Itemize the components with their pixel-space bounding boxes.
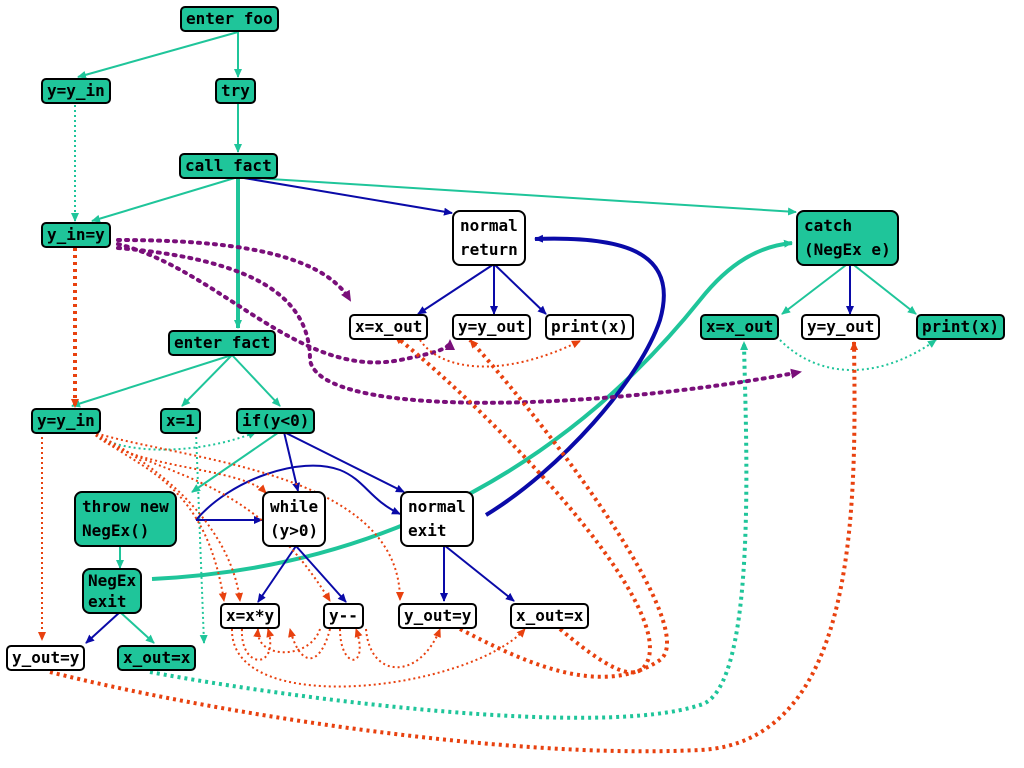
node-y-out-eq-y-mid: y_out=y (398, 603, 478, 629)
edge-if-while (283, 431, 301, 492)
node-x-out-eq-x-left: x_out=x (117, 645, 197, 671)
node-normal-exit: normal exit (400, 491, 474, 547)
node-y-eq-y-in: y=y_in (41, 78, 111, 104)
edge-if-throw (191, 429, 283, 493)
node-x-out-eq-x-mid: x_out=x (510, 603, 590, 629)
edge-catch-print (849, 261, 917, 315)
node-x-eq-x-out-normal: x=x_out (349, 314, 429, 340)
edge-ydec-youtmid (365, 628, 441, 669)
edge-callfact-normalreturn (237, 176, 453, 216)
node-x-eq-1: x=1 (160, 408, 201, 434)
edge-callfact-yiny (91, 176, 239, 223)
edge-while-ydec (295, 545, 347, 603)
node-y-out-eq-y-left: y_out=y (6, 645, 86, 671)
edge-ydec-loop-b (339, 628, 363, 661)
edge-negexexit-xout (119, 611, 155, 644)
edge-yout-print-catch-dotted (779, 339, 937, 371)
node-x-eq-x-out-catch: x=x_out (700, 314, 780, 340)
node-catch: catch (NegEx e) (796, 210, 899, 266)
node-print-x-normal: print(x) (545, 314, 635, 340)
edge-yyin-while (91, 431, 267, 494)
node-print-x-catch: print(x) (916, 314, 1006, 340)
node-y-eq-y-in-fact: y=y_in (31, 408, 101, 434)
edge-xxy-loop-a (240, 628, 275, 661)
edge-yiny-catchyyout-purple (116, 246, 802, 405)
edge-normalexit-xoutx (443, 544, 515, 602)
node-y-in-eq-y: y_in=y (41, 222, 111, 248)
edge-enterfact-yyin (71, 354, 233, 408)
edge-catch-xxout (781, 261, 851, 315)
node-while: while (y>0) (262, 491, 327, 547)
edge-normalexit-normalreturn (484, 234, 666, 517)
edge-yyin-ydec (91, 431, 331, 602)
edge-enterfoo-yyin (77, 31, 239, 79)
node-enter-foo: enter foo (180, 6, 279, 32)
edge-enterfact-x1 (181, 354, 233, 407)
edge-x1-xout-dotted (195, 431, 208, 644)
edge-throw-normalexit (195, 464, 401, 521)
edge-youtmid-yyout (459, 338, 669, 679)
node-x-eq-x-mul-y: x=x*y (220, 603, 281, 629)
edge-negexexit-catch (151, 239, 793, 581)
edge-enterfact-if (231, 354, 281, 407)
node-normal-return: normal return (452, 210, 526, 266)
edge-yiny-yyout-purple (116, 242, 455, 365)
edge-while-xxy (257, 545, 297, 603)
edge-negexexit-youty (85, 611, 121, 644)
edge-yyinfact-if-dotted (91, 431, 257, 451)
edge-callfact-catch (237, 176, 797, 216)
edge-yyin-xxy2 (91, 431, 243, 602)
edge-normalreturn-print (493, 263, 547, 315)
node-try: try (215, 78, 256, 104)
node-if-y-lt-0: if(y<0) (236, 408, 316, 434)
edge-yiny-xxout-purple (116, 238, 352, 302)
node-enter-fact: enter fact (168, 330, 277, 356)
edge-xxout-print-red (419, 339, 581, 368)
edge-xout-catch-xxout-dotted (149, 341, 749, 720)
edge-if-normalexit (283, 431, 405, 493)
node-y-dec: y-- (323, 603, 364, 629)
edge-youtleft-catch-yyout (49, 341, 859, 754)
node-negex-exit: NegEx exit (82, 568, 143, 614)
edge-xxy-ydec (253, 628, 321, 654)
edge-ydec-loop-a (288, 628, 331, 660)
edge-normalreturn-xxout (417, 263, 495, 315)
node-y-eq-y-out-catch: y=y_out (801, 314, 881, 340)
node-throw-new: throw new NegEx() (74, 491, 177, 547)
node-call-fact: call fact (179, 153, 278, 179)
node-y-eq-y-out-normal: y=y_out (452, 314, 532, 340)
